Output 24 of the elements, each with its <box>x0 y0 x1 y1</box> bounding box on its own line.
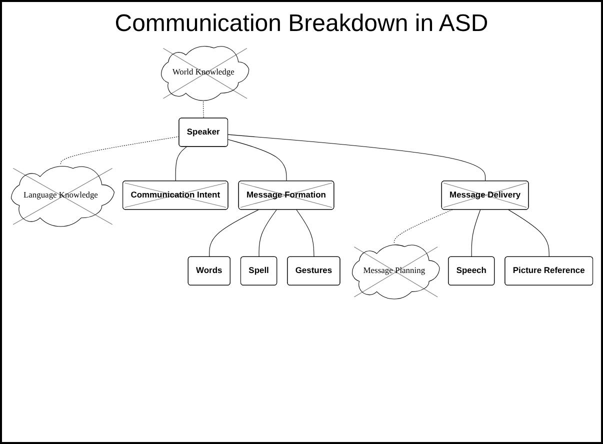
connector-line <box>508 209 549 258</box>
connector-line <box>258 209 276 258</box>
process-box: Gestures <box>286 256 340 286</box>
thought-cloud: World Knowledge <box>160 46 249 101</box>
connector-line <box>174 146 186 182</box>
connector-line <box>296 209 314 258</box>
connector-line <box>227 139 286 182</box>
process-box: Words <box>187 256 230 286</box>
process-box: Speaker <box>178 118 228 147</box>
thought-trail <box>393 209 452 244</box>
connector-line <box>227 134 486 182</box>
process-box: Picture Reference <box>504 256 593 286</box>
thought-trail <box>60 136 179 166</box>
connector-line <box>470 209 480 258</box>
thought-cloud: Message Planning <box>352 244 440 300</box>
connector-line <box>208 209 258 258</box>
thought-trail <box>202 99 204 119</box>
process-box: Spell <box>240 256 277 286</box>
title: Communication Breakdown in ASD <box>114 10 488 38</box>
thought-cloud: Language Knowledge <box>10 166 114 227</box>
process-box: Message Formation <box>238 180 334 210</box>
process-box: Communication Intent <box>122 180 228 210</box>
process-box: Speech <box>448 256 494 286</box>
process-box: Message Delivery <box>440 180 528 210</box>
